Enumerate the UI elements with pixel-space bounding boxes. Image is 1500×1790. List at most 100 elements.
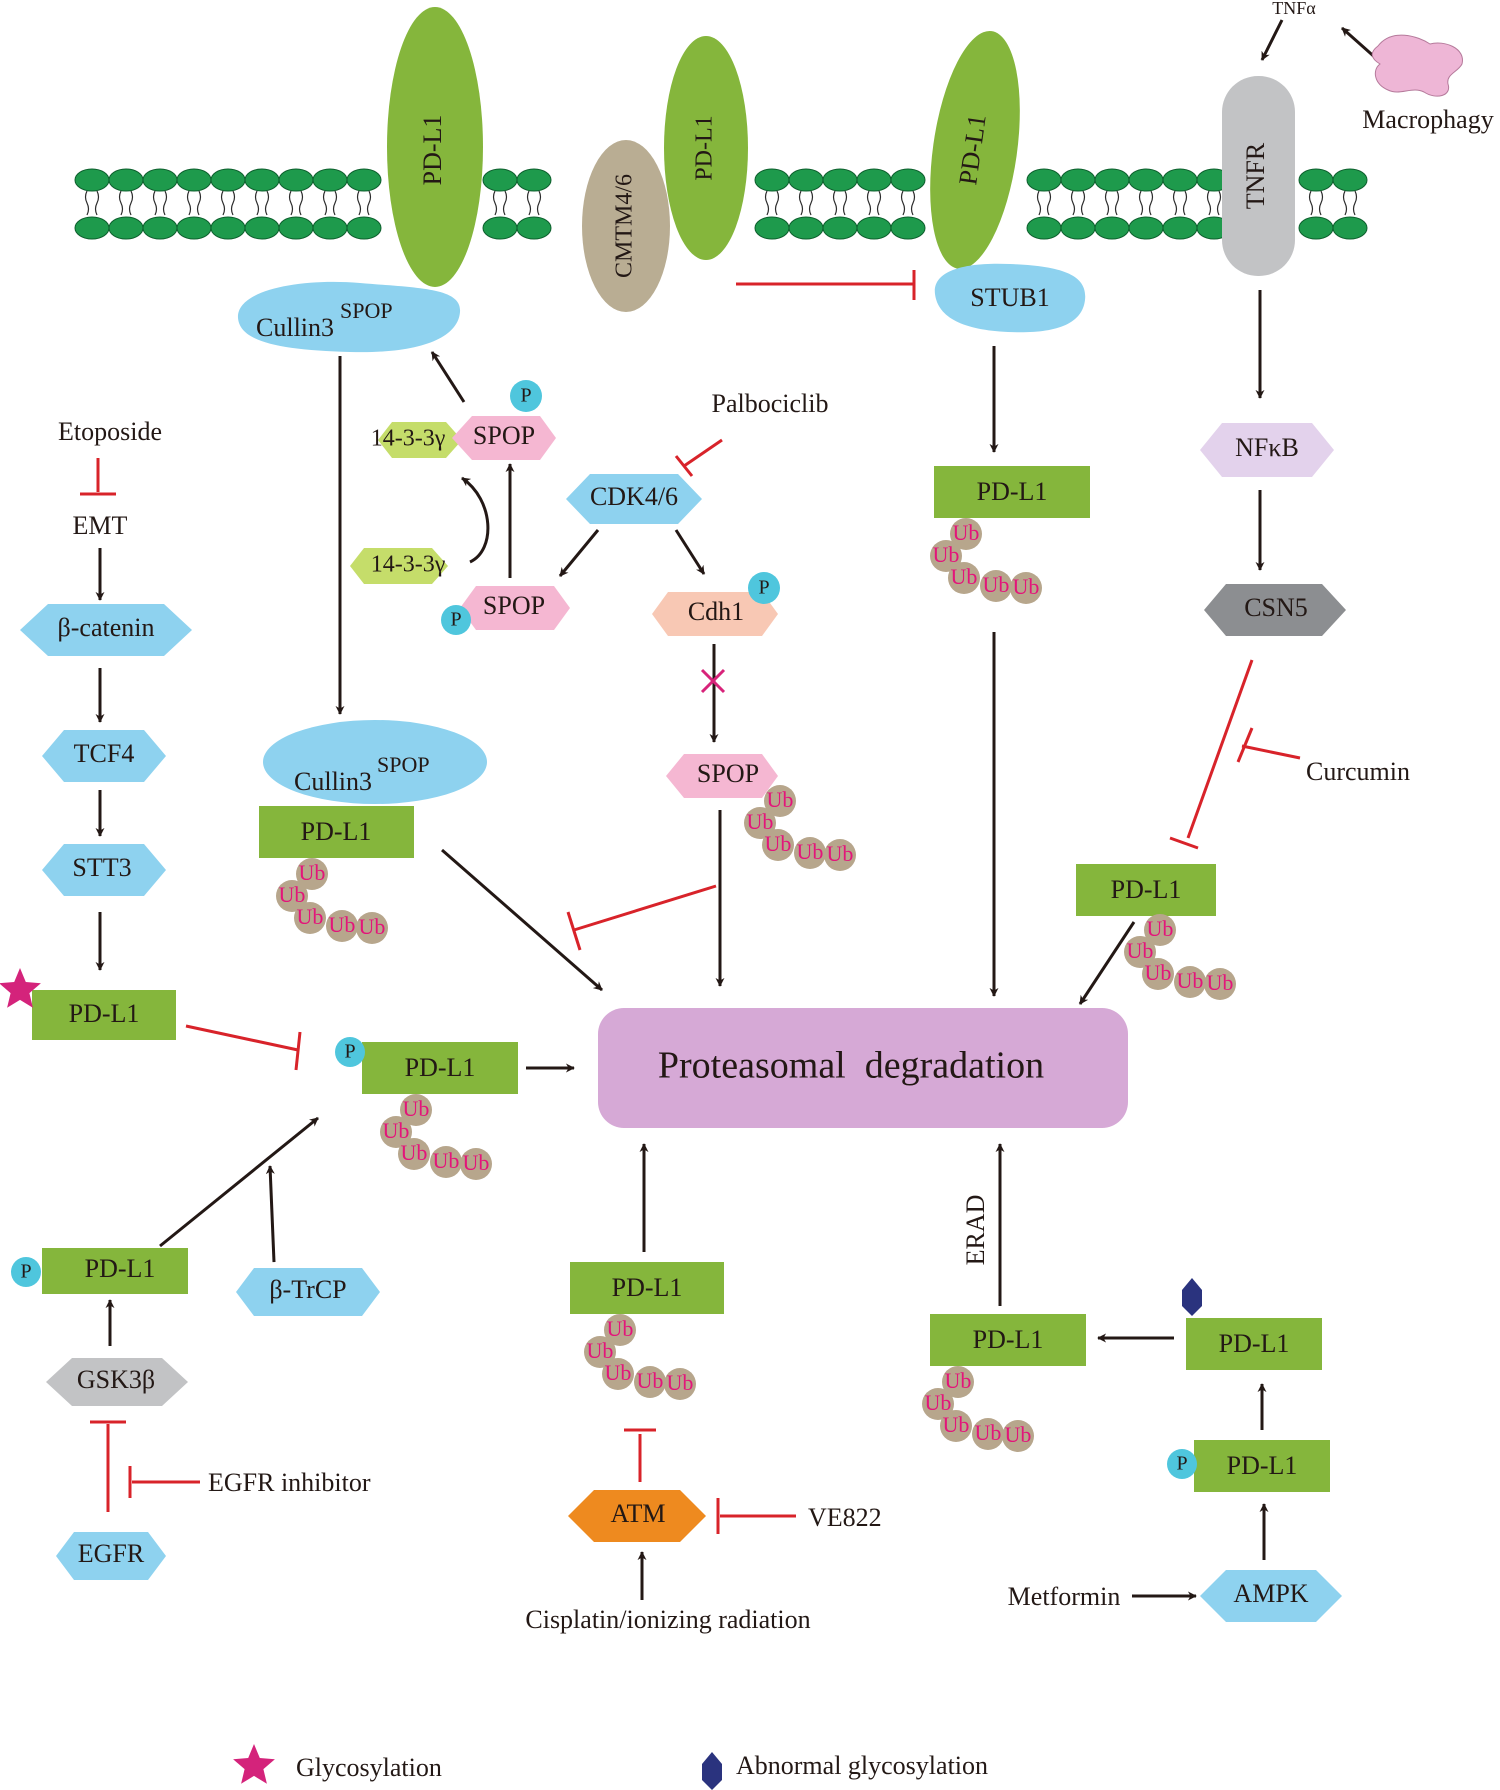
ub-bead [430, 1146, 462, 1178]
g1433-bot-label: 14-3-3γ [371, 552, 446, 578]
ub-bead [824, 839, 856, 871]
ub-label: Ub [297, 904, 324, 929]
ub-bead [942, 1366, 974, 1398]
bcatenin-node [20, 604, 192, 656]
cmtm-label: CMTM4/6 [612, 174, 638, 278]
cullin3-spop-complex-top [237, 281, 461, 353]
ub-label: Ub [1127, 938, 1154, 963]
block-mark-2 [700, 668, 726, 694]
phospho-spop-top [510, 380, 542, 412]
lipid-head-top [142, 168, 178, 192]
bcatenin-label: β-catenin [58, 613, 155, 642]
lipid-head-top [788, 168, 824, 192]
ub-label: Ub [933, 542, 960, 567]
ub-bead [326, 910, 358, 942]
pdl1-box-erad [930, 1314, 1086, 1366]
curcumin-label: Curcumin [1306, 757, 1410, 786]
lipid-head-top [822, 168, 858, 192]
pdl1-box-stub1-label: PD-L1 [977, 477, 1048, 506]
ub-bead [400, 1094, 432, 1126]
lipid-tail [1342, 190, 1358, 216]
ub-label: Ub [797, 839, 824, 864]
csn5-inhibit-line [1186, 659, 1254, 839]
ub-label: Ub [433, 1148, 460, 1173]
lipid-head-bottom [890, 216, 926, 240]
stt3-label: STT3 [72, 853, 131, 882]
lipid-head-top [1298, 168, 1334, 192]
nfkb-node [1200, 423, 1334, 477]
legend-abnormal-glycosylation-label: Abnormal glycosylation [736, 1751, 988, 1780]
ub-bead [380, 1116, 412, 1148]
lipid-tail [118, 190, 134, 216]
ub-label: Ub [1005, 1422, 1032, 1447]
lipid-tail [1308, 190, 1324, 216]
pdl1-membrane-2 [664, 36, 748, 260]
cullin3-mid-sup: SPOP [377, 752, 430, 777]
lipid-head-top [482, 168, 518, 192]
pdl1-box-ampk [1194, 1440, 1330, 1492]
lipid-tail [84, 190, 100, 216]
ub-bead [664, 1368, 696, 1400]
glyco-inhibit-line [185, 1024, 299, 1052]
spop-inhibit-bar [566, 911, 582, 951]
metformin-label: Metformin [1008, 1582, 1121, 1611]
ub-label: Ub [329, 912, 356, 937]
g1433-bot-node [350, 548, 448, 584]
ub-label: Ub [383, 1118, 410, 1143]
pdl1-membrane-2-label: PD-L1 [692, 115, 718, 180]
lipid-tail [1104, 190, 1120, 216]
lipid-tail [526, 190, 542, 216]
lipid-tail [288, 190, 304, 216]
ub-label: Ub [401, 1140, 428, 1165]
lipid-tail [220, 190, 236, 216]
phospho-pdl1-center-label: P [344, 1041, 355, 1063]
lipid-tail [900, 190, 916, 216]
spop-inhibit-line [573, 884, 717, 932]
ub-label: Ub [299, 860, 326, 885]
lipid-head-top [210, 168, 246, 192]
erad-label: ERAD [961, 1195, 990, 1266]
lipid-tail [764, 190, 780, 216]
lipid-head-bottom [754, 216, 790, 240]
ub-label: Ub [765, 831, 792, 856]
lipid-head-bottom [1026, 216, 1062, 240]
ub-label: Ub [975, 1420, 1002, 1445]
pdl1-box-cullin3-label: PD-L1 [301, 817, 372, 846]
proteasome-label: Proteasomal degradation [658, 1045, 1044, 1087]
phospho-spop-top-label: P [520, 385, 531, 407]
pdl1-box-atm-label: PD-L1 [612, 1273, 683, 1302]
csn5-inhibit-bar [1169, 836, 1199, 850]
tnf-to-proteasome-arrow [1078, 921, 1136, 1005]
ub-bead [460, 1148, 492, 1180]
lipid-head-top [890, 168, 926, 192]
proteasome-box [598, 1008, 1128, 1128]
lipid-head-top [74, 168, 110, 192]
g1433-binding-arrow [461, 476, 490, 564]
cullin3-to-proteasome-arrow [441, 848, 603, 992]
tcf4-node [42, 730, 166, 782]
lipid-head-bottom [822, 216, 858, 240]
ub-label: Ub [1207, 970, 1234, 995]
spop-ub-label: SPOP [697, 759, 759, 788]
glyco-inhibit-bar [294, 1031, 302, 1071]
phospho-spop-bot [441, 605, 471, 635]
ub-label: Ub [953, 520, 980, 545]
phospho-pdl1-ampk [1167, 1449, 1197, 1479]
ub-label: Ub [1177, 968, 1204, 993]
lipid-head-top [1332, 168, 1368, 192]
atm-node [568, 1490, 706, 1542]
lipid-head-bottom [244, 216, 280, 240]
lipid-head-bottom [1128, 216, 1164, 240]
cdh1-label: Cdh1 [688, 597, 744, 626]
lipid-head-bottom [788, 216, 824, 240]
btrcp-label: β-TrCP [269, 1275, 346, 1304]
g1433-top-label: 14-3-3γ [371, 426, 446, 452]
lipid-head-top [516, 168, 552, 192]
ub-bead [922, 1388, 954, 1420]
ub-bead [972, 1418, 1004, 1450]
